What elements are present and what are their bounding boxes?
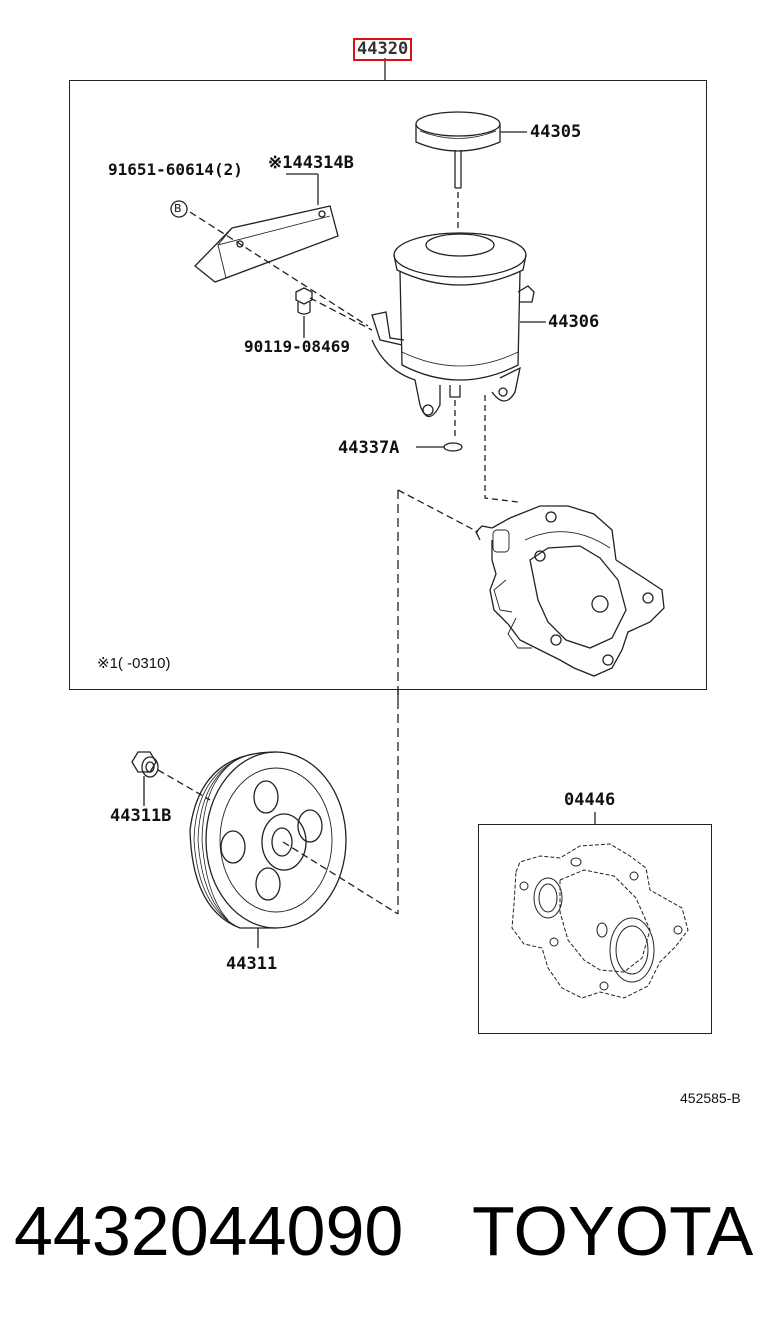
drawing-id: 452585-B	[680, 1090, 741, 1106]
pulley-callout: 44311	[226, 954, 278, 974]
bracket-drawing	[194, 173, 339, 283]
oring-callout: 44337A	[338, 438, 400, 458]
footnote: ※1( -0310)	[97, 655, 171, 672]
cap-drawing	[415, 111, 527, 189]
gasket-kit-drawing	[511, 843, 689, 999]
stud-callout: 90119-08469	[244, 337, 350, 356]
bracket-callout: ※144314B	[268, 153, 354, 173]
cap-callout: 44305	[530, 122, 582, 142]
pulley-nut-callout: 44311B	[110, 806, 172, 826]
reservoir-callout: 44306	[548, 312, 600, 332]
assembly-part-label: 44320	[353, 38, 413, 61]
stud-drawing	[295, 287, 313, 338]
gasket-kit-callout: 04446	[564, 790, 616, 810]
pump-drawing	[475, 505, 665, 677]
reservoir-drawing	[371, 232, 546, 418]
bolt-callout: 91651-60614(2)	[108, 160, 243, 179]
assembly-frame	[69, 80, 707, 690]
gasket-seals	[519, 857, 683, 991]
gasket-kit-frame	[478, 824, 712, 1034]
bolt-bubble-letter: B	[174, 202, 182, 215]
bolt-bubble	[170, 200, 188, 218]
footer-brand: TOYOTA	[472, 1192, 754, 1270]
footer-part-number: 4432044090	[14, 1192, 404, 1270]
pulley-drawing	[189, 751, 347, 948]
pulley-nut-drawing	[131, 751, 159, 806]
